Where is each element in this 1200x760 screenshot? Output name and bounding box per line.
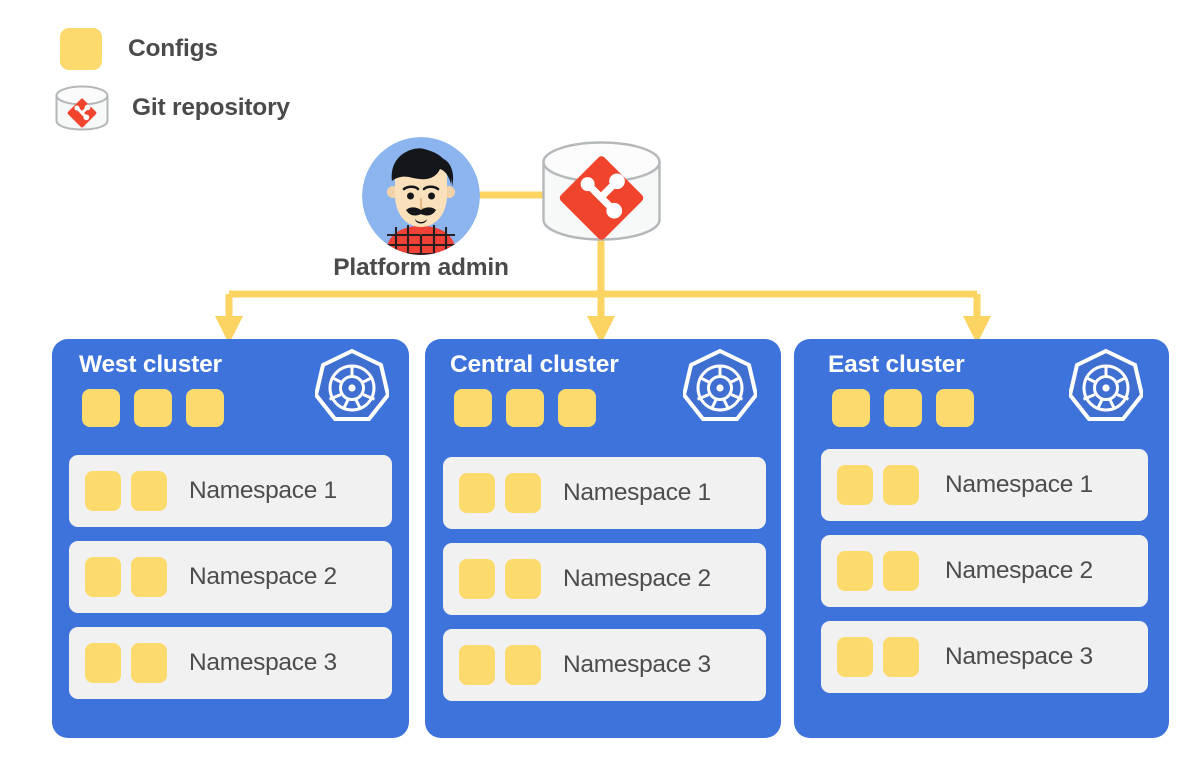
namespace-label: Namespace 1 (945, 471, 1093, 498)
cluster-title-west: West cluster (79, 351, 222, 378)
config-square-icon (883, 465, 919, 505)
namespace-config-group (85, 643, 167, 683)
cluster-config-group-central (454, 389, 596, 427)
cluster-card-west[interactable]: West cluster (52, 339, 409, 738)
namespace-list-west: Namespace 1 Namespace 2 Namespace 3 (69, 455, 392, 699)
kubernetes-logo-icon (683, 348, 757, 422)
config-square-icon (506, 389, 544, 427)
config-square-icon (459, 645, 495, 685)
config-square-icon (85, 471, 121, 511)
config-square-icon (459, 559, 495, 599)
avatar (362, 137, 480, 255)
list-item[interactable]: Namespace 3 (69, 627, 392, 699)
namespace-config-group (459, 473, 541, 513)
cluster-config-group-west (82, 389, 224, 427)
namespace-config-group (837, 637, 919, 677)
namespace-label: Namespace 3 (189, 649, 337, 676)
central-cluster-arrow (587, 316, 615, 344)
config-square-icon (884, 389, 922, 427)
config-square-icon (505, 473, 541, 513)
namespace-label: Namespace 3 (563, 651, 711, 678)
namespace-config-group (837, 465, 919, 505)
git-repository-cylinder-icon (54, 84, 110, 132)
cluster-card-east[interactable]: East cluster (794, 339, 1169, 738)
page-title: Platform admin (333, 254, 509, 281)
namespace-config-group (85, 557, 167, 597)
config-square-icon (505, 645, 541, 685)
namespace-label: Namespace 2 (189, 563, 337, 590)
config-square-icon (454, 389, 492, 427)
config-square-icon (505, 559, 541, 599)
legend-item-configs: Configs (60, 28, 218, 70)
list-item[interactable]: Namespace 2 (69, 541, 392, 613)
list-item[interactable]: Namespace 2 (443, 543, 766, 615)
cluster-title-central: Central cluster (450, 351, 619, 378)
namespace-label: Namespace 2 (563, 565, 711, 592)
config-square-icon (837, 637, 873, 677)
legend-label-git-repository: Git repository (132, 94, 290, 121)
namespace-config-group (459, 645, 541, 685)
kubernetes-logo-icon (315, 348, 389, 422)
config-square-icon (85, 643, 121, 683)
config-square-icon (832, 389, 870, 427)
cluster-config-group-east (832, 389, 974, 427)
config-square-icon (558, 389, 596, 427)
namespace-label: Namespace 2 (945, 557, 1093, 584)
cluster-title-east: East cluster (828, 351, 965, 378)
list-item[interactable]: Namespace 1 (443, 457, 766, 529)
namespace-label: Namespace 1 (563, 479, 711, 506)
config-square-icon (131, 643, 167, 683)
git-repository-cylinder-icon (541, 140, 662, 242)
east-cluster-arrow (963, 316, 991, 344)
list-item[interactable]: Namespace 1 (69, 455, 392, 527)
config-square-icon (883, 551, 919, 591)
namespace-label: Namespace 3 (945, 643, 1093, 670)
config-square-icon (131, 471, 167, 511)
config-square-icon (134, 389, 172, 427)
namespace-config-group (837, 551, 919, 591)
config-square-icon (883, 637, 919, 677)
config-square-icon (82, 389, 120, 427)
config-square-icon (131, 557, 167, 597)
namespace-config-group (85, 471, 167, 511)
config-square-icon (837, 551, 873, 591)
list-item[interactable]: Namespace 1 (821, 449, 1148, 521)
config-square-icon (186, 389, 224, 427)
namespace-list-east: Namespace 1 Namespace 2 Namespace 3 (821, 449, 1148, 693)
config-square-icon (60, 28, 102, 70)
west-cluster-arrow (215, 316, 243, 344)
config-square-icon (936, 389, 974, 427)
namespace-list-central: Namespace 1 Namespace 2 Namespace 3 (443, 457, 766, 701)
config-square-icon (837, 465, 873, 505)
config-square-icon (85, 557, 121, 597)
legend-label-configs: Configs (128, 35, 218, 62)
namespace-label: Namespace 1 (189, 477, 337, 504)
namespace-config-group (459, 559, 541, 599)
list-item[interactable]: Namespace 2 (821, 535, 1148, 607)
legend-item-git-repository: Git repository (54, 84, 290, 132)
list-item[interactable]: Namespace 3 (443, 629, 766, 701)
config-square-icon (459, 473, 495, 513)
list-item[interactable]: Namespace 3 (821, 621, 1148, 693)
cluster-card-central[interactable]: Central cluster (425, 339, 781, 738)
kubernetes-logo-icon (1069, 348, 1143, 422)
